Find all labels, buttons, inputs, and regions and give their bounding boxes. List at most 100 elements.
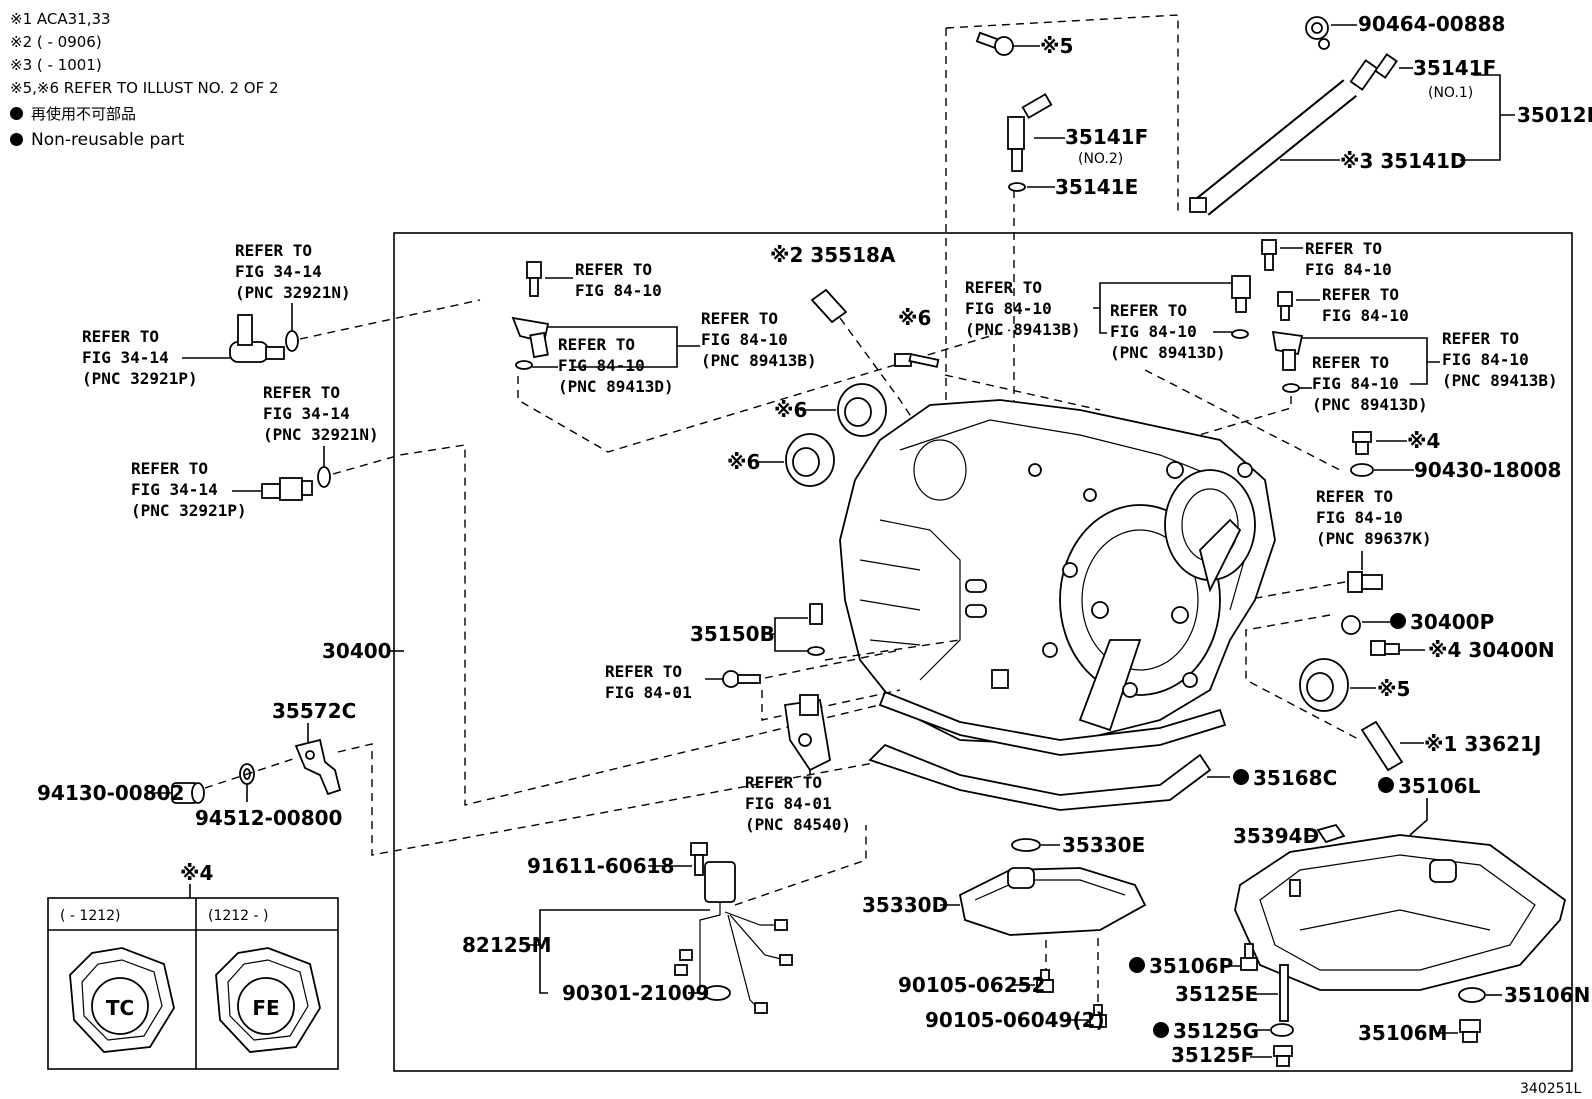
- ref-84-01-a: REFER TO FIG 84-01: [605, 662, 692, 702]
- dash-plug-90430: [1144, 369, 1341, 471]
- ref-84-10-a: REFER TO FIG 84-10: [575, 260, 662, 300]
- ref-text: FIG 34-14: [263, 404, 350, 423]
- ref-89413B-c: REFER TO FIG 84-10 (PNC 89413B): [1442, 329, 1558, 390]
- label-90301-21009: 90301-21009: [562, 981, 709, 1005]
- ref-text: REFER TO: [575, 260, 652, 279]
- fitting-35141F-no2: [1007, 93, 1053, 192]
- dash-32921N-b: [332, 444, 901, 806]
- ref-text: REFER TO: [1442, 329, 1519, 348]
- ref-32921N-a: REFER TO FIG 34-14 (PNC 32921N): [235, 241, 351, 302]
- label-35125E: 35125E: [1175, 982, 1258, 1006]
- label-90430-18008: 90430-18008: [1414, 458, 1561, 482]
- non-reusable-dot-icon: [1233, 769, 1249, 785]
- ref-text: REFER TO: [1305, 239, 1382, 258]
- ref-text: FIG 84-10: [1316, 508, 1403, 527]
- dash-filter-bolts: [1045, 938, 1099, 1005]
- label-82125M: 82125M: [462, 933, 551, 957]
- label-35330E: 35330E: [1062, 833, 1145, 857]
- label-94512-00800: 94512-00800: [195, 806, 342, 830]
- ref-89413B-a: REFER TO FIG 84-10 (PNC 89413B): [701, 309, 817, 370]
- ref-text: REFER TO: [1322, 285, 1399, 304]
- ref-text: FIG 34-14: [235, 262, 322, 281]
- non-reusable-dot-icon: [1153, 1022, 1169, 1038]
- dash-35150B: [824, 639, 961, 661]
- ref-89413B-b: REFER TO FIG 84-10 (PNC 89413B): [965, 278, 1081, 339]
- ref-text: (PNC 84540): [745, 815, 851, 834]
- dash-32921N-a: [299, 299, 481, 340]
- o-ring-35330E: [1011, 838, 1041, 852]
- bracket-89413B-b: [1093, 282, 1237, 334]
- label-30400: 30400: [322, 639, 392, 663]
- ref-text: REFER TO: [558, 335, 635, 354]
- seal-x6-a: [837, 383, 887, 437]
- label-35330D: 35330D: [862, 893, 948, 917]
- ref-32921P-a: REFER TO FIG 34-14 (PNC 32921P): [82, 327, 198, 388]
- bracket-35012B: [1460, 74, 1515, 161]
- label-x6-b: ※6: [727, 450, 760, 474]
- note-x2: ※2 ( - 0906): [10, 33, 102, 51]
- ref-text: REFER TO: [1316, 487, 1393, 506]
- ref-text: FIG 84-10: [558, 356, 645, 375]
- ref-text: (PNC 89413D): [558, 377, 674, 396]
- dash-harness: [734, 825, 867, 906]
- dash-30400N: [1245, 614, 1361, 741]
- label-x6-a: ※6: [774, 398, 807, 422]
- ref-text: (PNC 32921P): [82, 369, 198, 388]
- note-aca: ※1 ACA31,33: [10, 10, 111, 28]
- label-35125F: 35125F: [1171, 1043, 1254, 1067]
- label-30400P: 30400P: [1410, 610, 1494, 634]
- ref-text: FIG 84-01: [745, 794, 832, 813]
- id-table-col2-header: (1212 - ): [208, 908, 269, 924]
- plug-30400N: [1370, 640, 1400, 656]
- bolt-x5-top: [975, 31, 1014, 56]
- note-x5x6: ※5,※6 REFER TO ILLUST NO. 2 OF 2: [10, 79, 279, 97]
- label-35012B: 35012B: [1517, 103, 1592, 127]
- label-x4-a: ※4: [1407, 429, 1440, 453]
- ref-89413D-b: REFER TO FIG 84-10 (PNC 89413D): [1110, 301, 1226, 362]
- label-no2: (NO.2): [1078, 151, 1123, 167]
- dash-89637K: [1244, 581, 1346, 601]
- main-frame: [393, 232, 1573, 1072]
- dash-top-frame: [945, 14, 1179, 215]
- label-33621J: ※1 33621J: [1424, 732, 1541, 756]
- bolt-91611: [690, 842, 708, 876]
- ref-text: REFER TO: [965, 278, 1042, 297]
- ref-text: REFER TO: [1110, 301, 1187, 320]
- bracket-89413B-a: [548, 326, 700, 368]
- label-35141F-no2: 35141F: [1065, 125, 1148, 149]
- note-x3: ※3 ( - 1001): [10, 56, 102, 74]
- label-35106P: 35106P: [1149, 954, 1233, 978]
- bracket-89413B-c: [1302, 337, 1440, 385]
- ref-89413D-a: REFER TO FIG 84-10 (PNC 89413D): [558, 335, 674, 396]
- label-35106N: 35106N: [1504, 983, 1590, 1007]
- dash-35572C: [337, 743, 891, 856]
- ref-text: (PNC 32921N): [263, 425, 379, 444]
- legend-jp-text: 再使用不可部品: [31, 105, 137, 123]
- label-35106M: 35106M: [1358, 1021, 1447, 1045]
- label-90464-00888: 90464-00888: [1358, 12, 1505, 36]
- label-x4-table: ※4: [180, 861, 213, 885]
- ref-text: REFER TO: [131, 459, 208, 478]
- ref-84540: REFER TO FIG 84-01 (PNC 84540): [745, 773, 851, 834]
- label-94130-00802: 94130-00802: [37, 781, 184, 805]
- non-reusable-dot-icon: [10, 107, 23, 120]
- label-90105-06049: 90105-06049(2): [925, 1008, 1105, 1032]
- bracket-35150B: [762, 617, 808, 652]
- label-35150B: 35150B: [690, 622, 775, 646]
- ref-text: FIG 84-10: [575, 281, 662, 300]
- plug-35106M: [1459, 1019, 1481, 1043]
- ref-text: FIG 34-14: [131, 480, 218, 499]
- id-table: [47, 897, 339, 1070]
- label-no1: (NO.1): [1428, 85, 1473, 101]
- label-35518A: ※2 35518A: [770, 243, 896, 267]
- label-35168C: 35168C: [1253, 766, 1337, 790]
- legend-en: Non-reusable part: [10, 129, 184, 151]
- seal-x5: [1299, 658, 1349, 712]
- sensor-89637K: [1347, 571, 1383, 593]
- legend-en-text: Non-reusable part: [31, 130, 185, 150]
- plug-x4: [1352, 431, 1372, 455]
- bracket-35572C: [294, 738, 342, 796]
- sensor-center: [1231, 239, 1277, 339]
- gasket-35125G: [1270, 1023, 1294, 1037]
